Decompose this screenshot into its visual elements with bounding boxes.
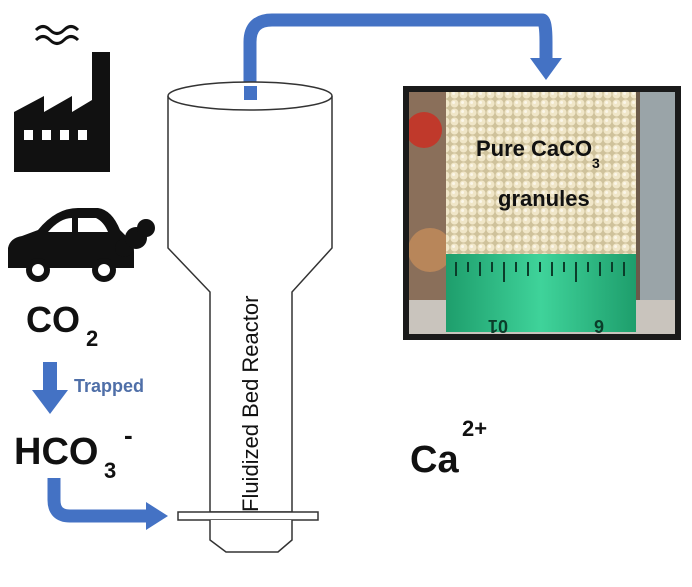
- svg-text:CO: CO: [26, 299, 80, 340]
- svg-text:HCO: HCO: [14, 431, 98, 473]
- inlet-arrow: [47, 478, 168, 530]
- trapped-arrow: [32, 362, 68, 414]
- svg-text:-: -: [124, 420, 133, 450]
- svg-text:Ca: Ca: [410, 439, 459, 481]
- photo-caption: Pure CaCO 3 granules: [476, 136, 600, 211]
- ruler-number-2: 6: [594, 316, 604, 336]
- ruler-number-1: 01: [488, 316, 508, 336]
- svg-text:2: 2: [86, 326, 98, 351]
- svg-text:Pure CaCO: Pure CaCO: [476, 136, 592, 161]
- svg-text:3: 3: [592, 155, 600, 171]
- svg-text:2+: 2+: [462, 416, 487, 441]
- ca-label: Ca 2+: [410, 416, 487, 481]
- output-arrow: [243, 13, 562, 95]
- car-icon: [8, 208, 134, 282]
- trapped-label: Trapped: [74, 376, 144, 396]
- smoke-icon: [115, 219, 155, 257]
- svg-text:granules: granules: [498, 186, 590, 211]
- factory-icon: [14, 25, 110, 172]
- reactor-label: Fluidized Bed Reactor: [238, 296, 263, 512]
- ruler-ticks: [455, 262, 625, 282]
- hco3-label: HCO 3 -: [14, 420, 133, 483]
- svg-text:3: 3: [104, 458, 116, 483]
- granules-photo: 01 6 Pure CaCO 3 granules: [403, 86, 681, 340]
- pipe-outlet: [244, 86, 257, 100]
- co2-label: CO 2: [26, 299, 98, 351]
